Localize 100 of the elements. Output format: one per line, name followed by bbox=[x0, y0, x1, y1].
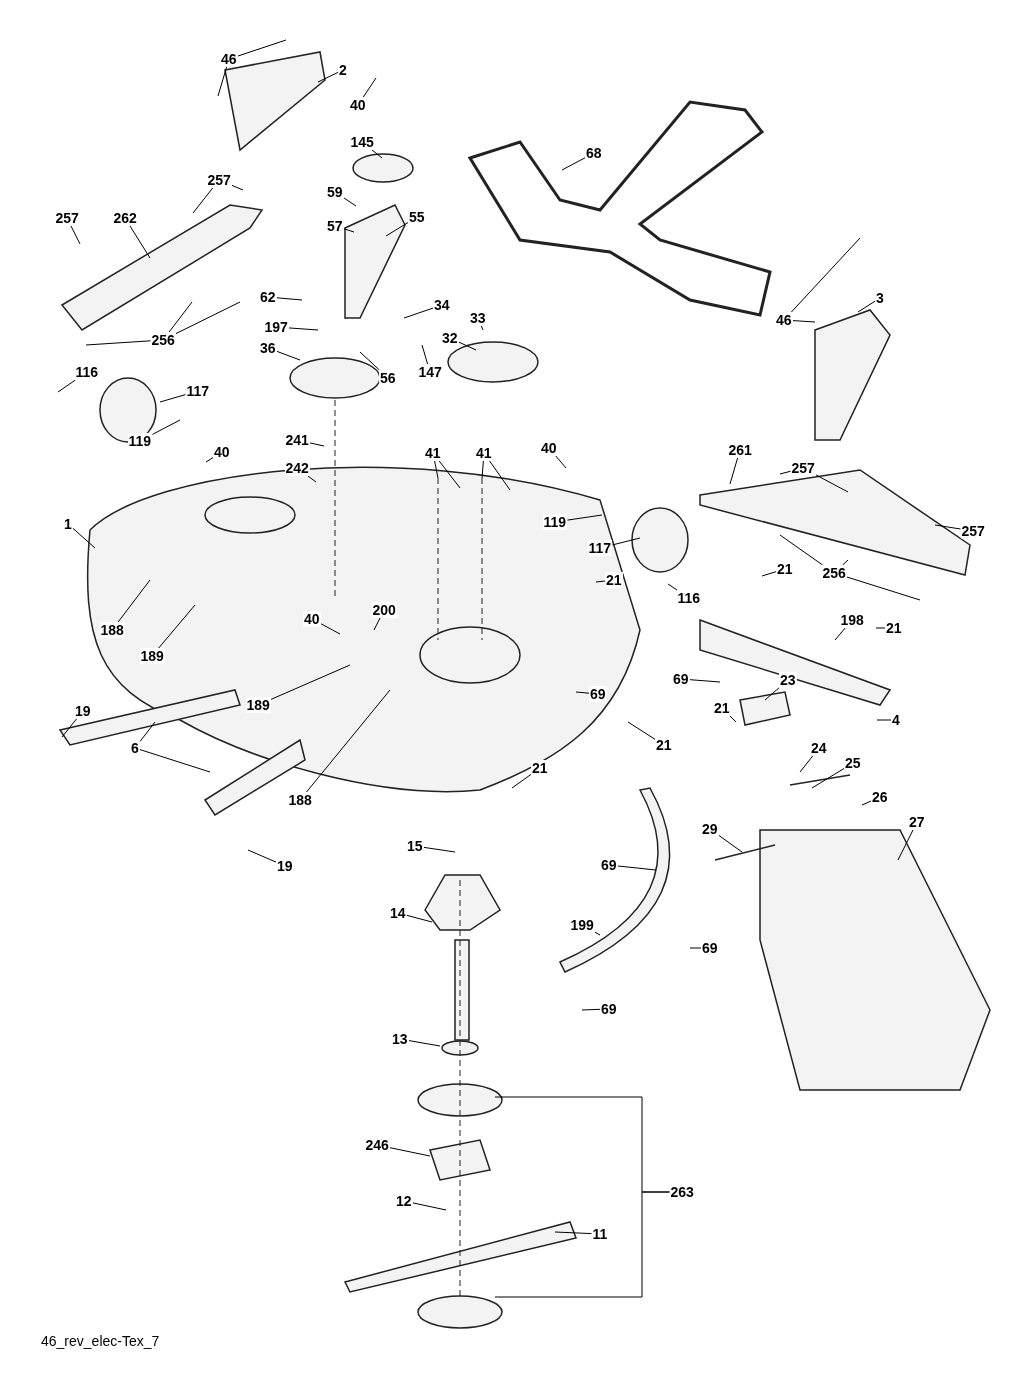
callout-number: 145 bbox=[349, 134, 375, 150]
callout-number: 246 bbox=[364, 1137, 390, 1153]
leader-line bbox=[617, 865, 657, 871]
callout-number: 21 bbox=[885, 620, 903, 636]
callout-number: 34 bbox=[433, 297, 451, 313]
leader-line bbox=[897, 829, 914, 861]
leader-line bbox=[567, 514, 603, 521]
callout-number: 199 bbox=[569, 917, 595, 933]
callout-number: 1 bbox=[63, 516, 73, 532]
callout-number: 257 bbox=[206, 172, 232, 188]
leader-line bbox=[373, 617, 381, 631]
leader-line bbox=[480, 325, 484, 331]
leader-line bbox=[595, 580, 606, 583]
leader-line bbox=[790, 237, 861, 313]
callout-number: 23 bbox=[779, 672, 797, 688]
leader-line bbox=[811, 768, 845, 789]
leader-line bbox=[511, 773, 532, 789]
leader-line bbox=[489, 460, 511, 491]
leader-line bbox=[57, 379, 76, 393]
leader-line bbox=[423, 846, 456, 853]
callout-number: 40 bbox=[349, 97, 367, 113]
callout-number: 27 bbox=[908, 814, 926, 830]
callout-number: 41 bbox=[475, 445, 493, 461]
callout-number: 116 bbox=[74, 364, 100, 380]
callout-number: 36 bbox=[259, 340, 277, 356]
leader-line bbox=[627, 721, 656, 740]
leader-line bbox=[217, 66, 228, 97]
callout-number: 21 bbox=[531, 760, 549, 776]
leader-line bbox=[934, 524, 961, 530]
callout-number: 32 bbox=[441, 330, 459, 346]
leader-line bbox=[834, 627, 846, 641]
leader-line bbox=[139, 721, 156, 742]
callout-number: 119 bbox=[542, 514, 568, 530]
leader-line bbox=[561, 157, 586, 171]
leader-line bbox=[129, 225, 151, 259]
leader-line bbox=[779, 534, 824, 566]
leader-line bbox=[159, 394, 186, 403]
callout-number: 69 bbox=[672, 671, 690, 687]
callout-number: 46 bbox=[220, 51, 238, 67]
leader-line bbox=[876, 719, 892, 721]
leader-line bbox=[842, 559, 849, 566]
callout-number: 21 bbox=[605, 572, 623, 588]
leader-line bbox=[846, 576, 921, 601]
leader-line bbox=[403, 307, 434, 319]
leader-line bbox=[779, 470, 791, 475]
leader-line bbox=[421, 344, 429, 365]
callout-number: 59 bbox=[326, 184, 344, 200]
leader-line bbox=[494, 1191, 670, 1298]
leader-line bbox=[247, 849, 277, 863]
leader-line bbox=[61, 718, 77, 738]
callout-number: 19 bbox=[276, 858, 294, 874]
callout-number: 116 bbox=[676, 590, 702, 606]
callout-number: 57 bbox=[326, 218, 344, 234]
callout-number: 189 bbox=[139, 648, 165, 664]
leader-line bbox=[481, 460, 484, 479]
leader-line bbox=[237, 39, 287, 57]
callout-number: 21 bbox=[776, 561, 794, 577]
leader-line bbox=[612, 537, 641, 546]
leader-line bbox=[761, 571, 777, 577]
callout-number: 2 bbox=[338, 62, 348, 78]
callout-number: 4 bbox=[891, 712, 901, 728]
callout-number: 46 bbox=[775, 312, 793, 328]
leader-line bbox=[320, 623, 341, 635]
callout-number: 117 bbox=[185, 383, 211, 399]
leader-line bbox=[72, 527, 96, 549]
callout-number: 198 bbox=[839, 612, 865, 628]
callout-number: 262 bbox=[112, 210, 138, 226]
leader-line bbox=[307, 475, 317, 483]
leader-line bbox=[288, 327, 319, 331]
callout-number: 3 bbox=[875, 290, 885, 306]
callout-number: 188 bbox=[99, 622, 125, 638]
leader-line bbox=[729, 457, 739, 485]
callout-number: 257 bbox=[790, 460, 816, 476]
callout-number: 14 bbox=[389, 905, 407, 921]
callout-number: 62 bbox=[259, 289, 277, 305]
callout-number: 29 bbox=[701, 821, 719, 837]
leader-line bbox=[861, 800, 872, 806]
leader-line bbox=[306, 689, 391, 793]
drawing-code: 46_rev_elec-Tex_7 bbox=[40, 1333, 161, 1349]
leader-line bbox=[438, 460, 461, 489]
leader-line bbox=[205, 457, 214, 463]
callout-number: 69 bbox=[701, 940, 719, 956]
leader-line bbox=[594, 931, 601, 936]
callout-number: 188 bbox=[287, 792, 313, 808]
callout-number: 68 bbox=[585, 145, 603, 161]
callout-number: 40 bbox=[213, 444, 231, 460]
callout-number: 11 bbox=[591, 1226, 609, 1242]
leader-line bbox=[389, 1147, 431, 1157]
leader-line bbox=[434, 460, 439, 479]
callout-number: 242 bbox=[284, 460, 310, 476]
callout-number: 119 bbox=[127, 433, 153, 449]
leader-line bbox=[117, 579, 151, 623]
callout-number: 33 bbox=[469, 310, 487, 326]
callout-number: 257 bbox=[54, 210, 80, 226]
leader-line bbox=[139, 749, 211, 773]
callout-number: 147 bbox=[417, 364, 443, 380]
leader-line bbox=[689, 679, 721, 683]
callout-number: 55 bbox=[408, 209, 426, 225]
leader-line bbox=[85, 340, 151, 346]
leader-line bbox=[158, 604, 196, 649]
